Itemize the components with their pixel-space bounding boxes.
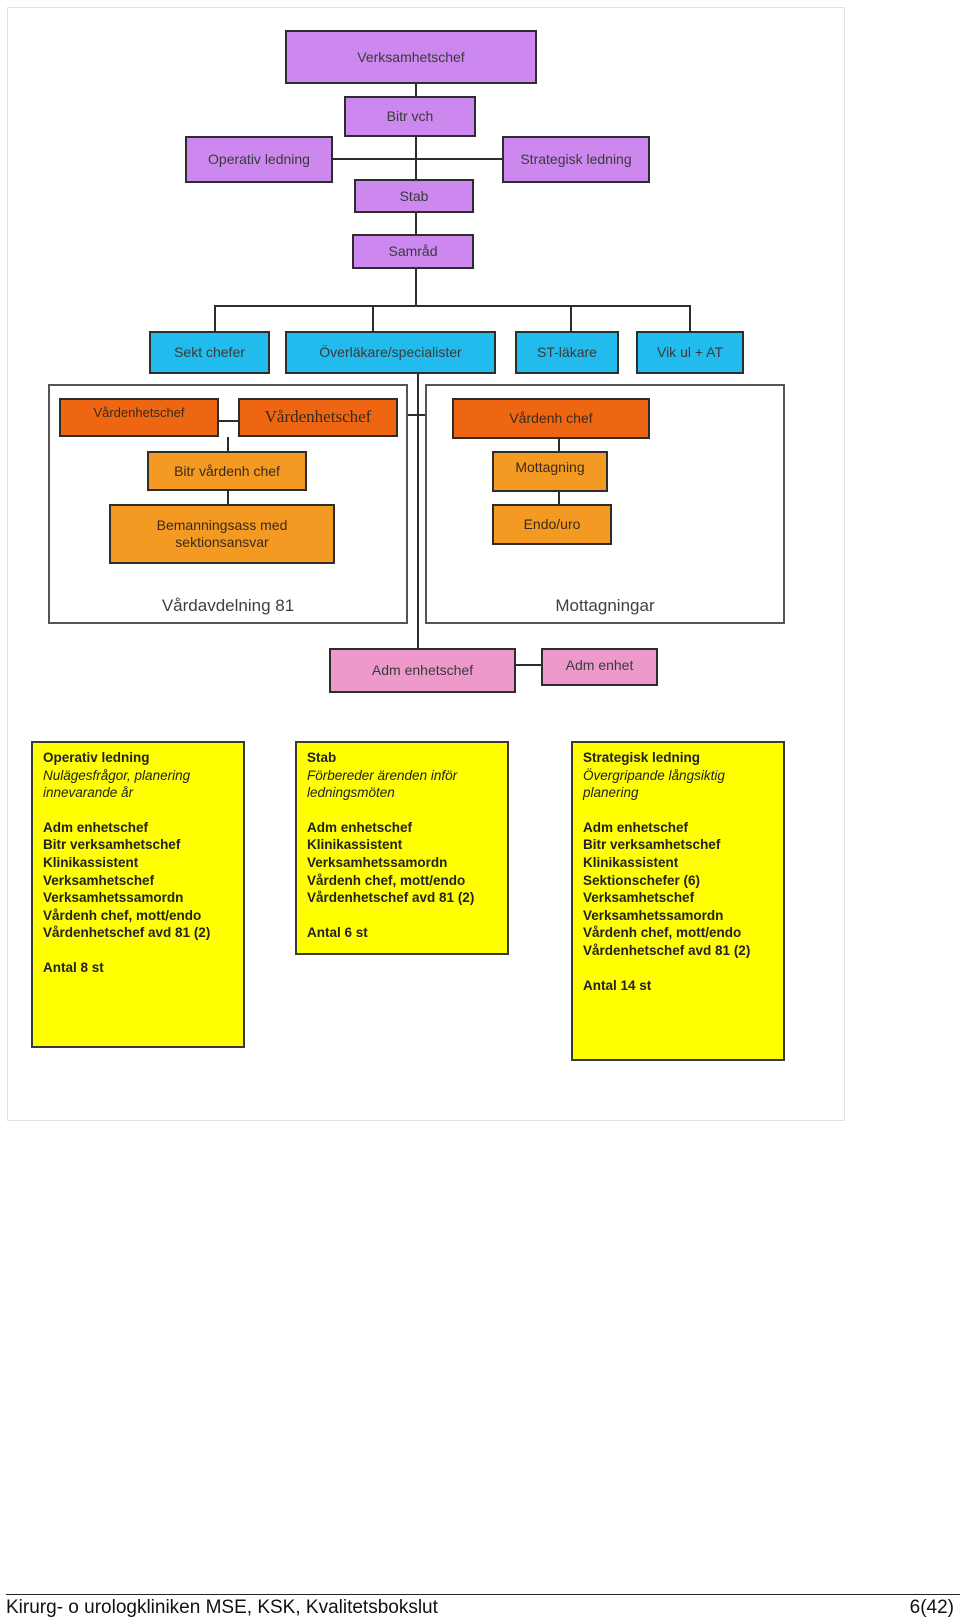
vardenhetschef-box-2: Vårdenhetschef bbox=[238, 398, 398, 437]
note-member: Bitr verksamhetschef bbox=[43, 837, 181, 853]
note-subtitle: Övergripande långsiktig bbox=[583, 767, 725, 783]
bemanningsass-box: Bemanningsass med sektionsansvar bbox=[109, 504, 335, 564]
note-member: Adm enhetschef bbox=[307, 819, 413, 835]
note-subtitle: Nulägesfrågor, planering bbox=[43, 767, 191, 783]
note-member: Bitr verksamhetschef bbox=[583, 837, 721, 853]
connector bbox=[227, 490, 229, 506]
note-member: Vårdenhetschef avd 81 (2) bbox=[307, 890, 475, 906]
vardavdelning-section: Vårdavdelning 81 bbox=[48, 384, 408, 624]
connector bbox=[415, 212, 417, 235]
org-chart-figure: Verksamhetschef Bitr vch Operativ lednin… bbox=[7, 7, 845, 1121]
note-strategisk-ledning: Strategisk ledning Övergripande långsikt… bbox=[571, 741, 785, 1061]
note-title: Stab bbox=[307, 750, 337, 765]
sekt-chefer-box: Sekt chefer bbox=[149, 331, 270, 374]
note-title: Operativ ledning bbox=[43, 750, 150, 765]
footer-divider bbox=[6, 1594, 960, 1595]
verksamhetschef-box: Verksamhetschef bbox=[285, 30, 537, 84]
note-operativ-ledning: Operativ ledning Nulägesfrågor, planerin… bbox=[31, 741, 245, 1048]
endo-uro-box: Endo/uro bbox=[492, 504, 612, 545]
note-member: Vårdenhetschef avd 81 (2) bbox=[583, 942, 751, 958]
connector bbox=[558, 438, 560, 453]
note-count: Antal 6 st bbox=[307, 924, 368, 940]
note-count: Antal 8 st bbox=[43, 959, 104, 975]
mottagning-box: Mottagning bbox=[492, 451, 608, 492]
note-subtitle: innevarande år bbox=[43, 785, 134, 801]
vardenh-chef-box: Vårdenh chef bbox=[452, 398, 650, 439]
footer-document-title: Kirurg- o urologkliniken MSE, KSK, Kvali… bbox=[6, 1597, 438, 1618]
adm-enhetschef-box: Adm enhetschef bbox=[329, 648, 516, 693]
note-stab: Stab Förbereder ärenden inför ledningsmö… bbox=[295, 741, 509, 955]
footer-page-number: 6(42) bbox=[909, 1597, 954, 1618]
note-member: Adm enhetschef bbox=[43, 819, 149, 835]
connector bbox=[214, 305, 691, 307]
connector bbox=[689, 305, 691, 331]
note-member: Vårdenh chef, mott/endo bbox=[307, 872, 466, 888]
connector bbox=[372, 305, 374, 331]
note-member: Klinikassistent bbox=[583, 854, 679, 870]
adm-enhet-box: Adm enhet bbox=[541, 648, 658, 686]
note-member: Sektionschefer (6) bbox=[583, 872, 701, 888]
bitr-vch-box: Bitr vch bbox=[344, 96, 476, 137]
mottagningar-label: Mottagningar bbox=[555, 596, 655, 615]
connector bbox=[515, 664, 542, 666]
note-member: Verksamhetssamordn bbox=[307, 854, 448, 870]
vardenhetschef-box-1: Vårdenhetschef bbox=[59, 398, 219, 437]
note-member: Vårdenh chef, mott/endo bbox=[583, 925, 742, 941]
vik-ul-box: Vik ul + AT bbox=[636, 331, 744, 374]
vardavdelning-label: Vårdavdelning 81 bbox=[161, 596, 295, 615]
connector bbox=[415, 268, 417, 306]
connector bbox=[417, 373, 419, 650]
connector bbox=[406, 414, 426, 416]
note-member: Klinikassistent bbox=[43, 854, 139, 870]
connector bbox=[332, 158, 504, 160]
connector bbox=[415, 83, 417, 97]
note-member: Verksamhetssamordn bbox=[43, 890, 184, 906]
connector bbox=[570, 305, 572, 331]
st-lakare-box: ST-läkare bbox=[515, 331, 619, 374]
note-member: Adm enhetschef bbox=[583, 819, 689, 835]
connector bbox=[214, 305, 216, 331]
note-member: Vårdenh chef, mott/endo bbox=[43, 907, 202, 923]
strategisk-ledning-box: Strategisk ledning bbox=[502, 136, 650, 183]
operativ-ledning-box: Operativ ledning bbox=[185, 136, 333, 183]
note-member: Klinikassistent bbox=[307, 837, 403, 853]
note-member: Verksamhetschef bbox=[583, 890, 695, 906]
note-member: Verksamhetschef bbox=[43, 872, 155, 888]
note-title: Strategisk ledning bbox=[583, 750, 701, 765]
note-subtitle: Förbereder ärenden inför bbox=[307, 767, 458, 783]
connector bbox=[218, 420, 240, 422]
note-member: Verksamhetssamordn bbox=[583, 907, 724, 923]
note-count: Antal 14 st bbox=[583, 977, 652, 993]
samrad-box: Samråd bbox=[352, 234, 474, 269]
connector bbox=[227, 437, 229, 453]
bitr-vardenh-chef-box: Bitr vårdenh chef bbox=[147, 451, 307, 491]
note-subtitle: ledningsmöten bbox=[307, 785, 395, 801]
connector bbox=[558, 491, 560, 506]
overlakare-box: Överläkare/specialister bbox=[285, 331, 496, 374]
note-subtitle: planering bbox=[583, 785, 639, 801]
note-member: Vårdenhetschef avd 81 (2) bbox=[43, 925, 211, 941]
stab-box: Stab bbox=[354, 179, 474, 213]
mottagningar-section: Mottagningar bbox=[425, 384, 785, 624]
